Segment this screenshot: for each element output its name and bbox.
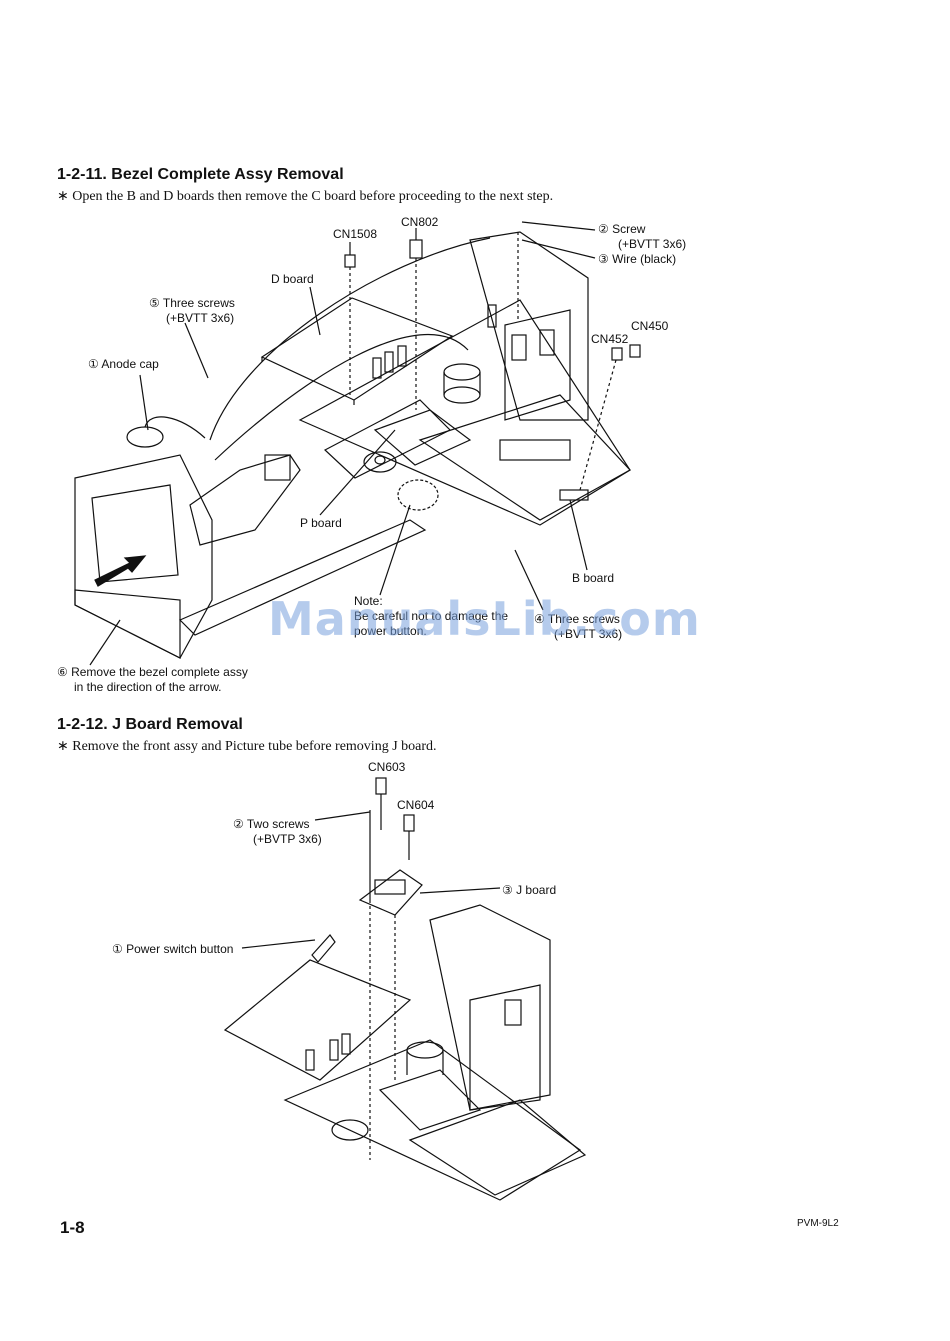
label-two-screws-spec: (+BVTP 3x6) xyxy=(253,832,322,846)
label-screw: ② Screw xyxy=(598,222,646,236)
label-power-switch: ① Power switch button xyxy=(112,942,234,956)
label-three-screws-5-spec: (+BVTT 3x6) xyxy=(166,311,235,325)
label-b-board: B board xyxy=(572,571,615,585)
label-remove-bezel-2: in the direction of the arrow. xyxy=(74,680,222,694)
section2-heading: 1-2-12. J Board Removal xyxy=(57,716,243,733)
j-board-diagram xyxy=(223,777,587,1201)
label-three-screws-5: ⑤ Three screws xyxy=(149,296,235,310)
page-number: 1-8 xyxy=(60,1218,85,1237)
label-note-title: Note: xyxy=(354,594,383,608)
section1-note: ∗ Open the B and D boards then remove th… xyxy=(57,189,554,204)
label-cn450: CN450 xyxy=(631,319,669,333)
label-note-line2: power button. xyxy=(354,624,427,638)
d-board-shape xyxy=(260,297,454,401)
label-cn452: CN452 xyxy=(591,332,629,346)
section2-note: ∗ Remove the front assy and Picture tube… xyxy=(57,739,437,754)
watermark: ManualsLib.com xyxy=(268,592,701,646)
section1-heading: 1-2-11. Bezel Complete Assy Removal xyxy=(57,166,344,183)
label-p-board: P board xyxy=(300,516,342,530)
label-cn603: CN603 xyxy=(368,760,406,774)
label-three-screws-4-spec: (+BVTT 3x6) xyxy=(554,627,623,641)
label-wire: ③ Wire (black) xyxy=(598,252,677,266)
label-note-line1: Be careful not to damage the xyxy=(354,609,509,623)
label-remove-bezel-1: ⑥ Remove the bezel complete assy xyxy=(57,665,248,679)
label-anode-cap: ① Anode cap xyxy=(88,357,159,371)
b-board-shape xyxy=(418,394,631,521)
label-two-screws: ② Two screws xyxy=(233,817,310,831)
label-cn1508: CN1508 xyxy=(333,227,378,241)
label-screw-spec: (+BVTT 3x6) xyxy=(618,237,687,251)
label-cn802: CN802 xyxy=(401,215,439,229)
label-d-board: D board xyxy=(271,272,314,286)
label-three-screws-4: ④ Three screws xyxy=(534,612,620,626)
chassis-frame-shape xyxy=(469,231,589,421)
label-cn604: CN604 xyxy=(397,798,435,812)
label-j-board: ③ J board xyxy=(502,883,557,897)
model-number: PVM-9L2 xyxy=(797,1218,839,1229)
